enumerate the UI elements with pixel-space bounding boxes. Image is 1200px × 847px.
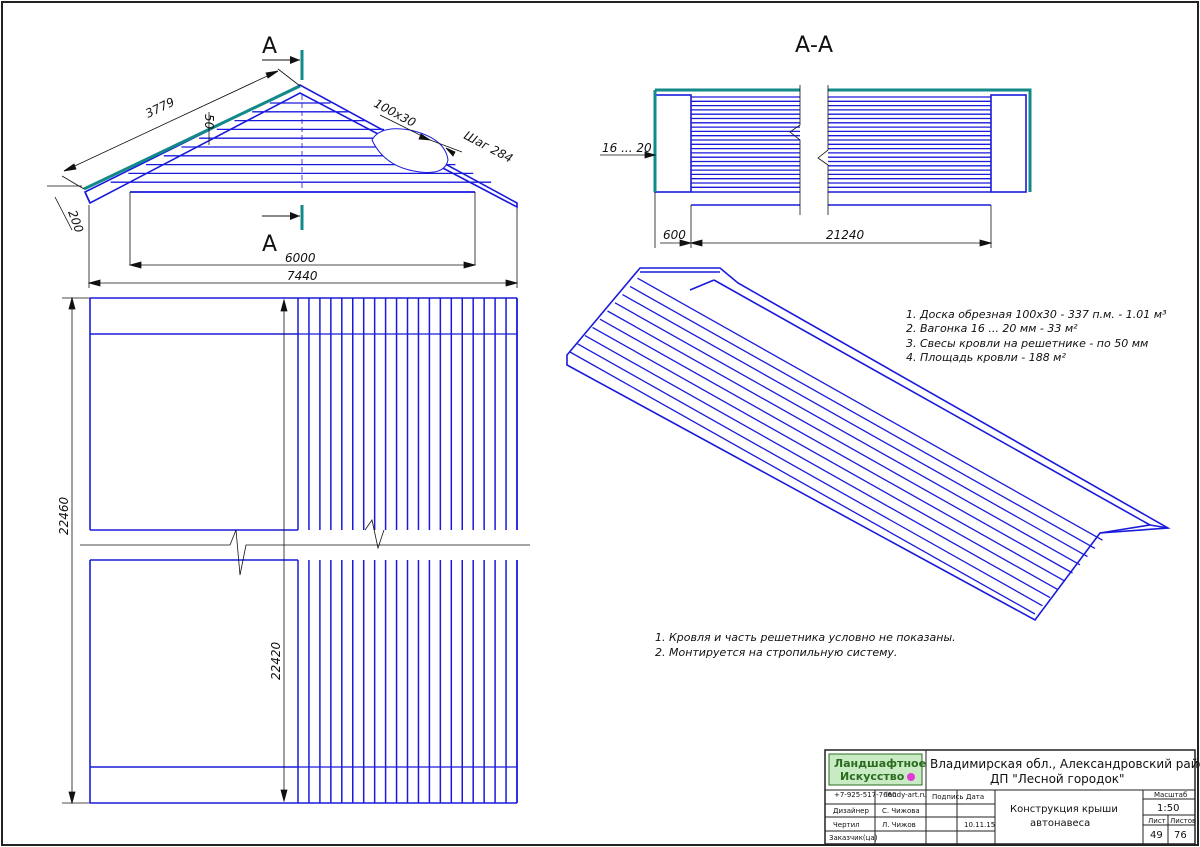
iso-board (637, 277, 1103, 541)
dim-step: Шаг 284 (462, 128, 516, 165)
company-logo: Ландшафтное Искусство (828, 753, 926, 786)
dim-section-length: 21240 (826, 228, 865, 242)
iso-board (607, 310, 1073, 574)
dim-overhang-50: 50 (202, 114, 216, 130)
iso-boards (569, 277, 1103, 615)
row1-name: С. Чижова (882, 807, 920, 815)
sheets-label: Листов (1170, 817, 1196, 825)
spec-note-3: 3. Свесы кровли на решетнике - по 50 мм (906, 337, 1148, 350)
spec-notes: 1. Доска обрезная 100х30 - 337 п.м. - 1.… (906, 308, 1167, 364)
scale-label: Масштаб (1154, 791, 1187, 799)
title-block (824, 749, 1196, 845)
iso-board (569, 351, 1036, 615)
general-note-2: 2. Монтируется на стропильную систему. (655, 646, 897, 659)
section-cut-marks: A A (262, 34, 304, 257)
dim-overhang-200: 200 (65, 208, 86, 235)
dim-length-inner: 22420 (269, 641, 283, 680)
col-sign: Подпись (932, 793, 964, 801)
dim-span-total: 7440 (287, 269, 318, 283)
sheets-value: 76 (1174, 830, 1187, 841)
company-site: landy-art.ru (886, 791, 927, 799)
row3-role: Заказчик(ца) (829, 834, 878, 842)
section-aa (653, 80, 1032, 220)
row1-role: Дизайнер (833, 807, 869, 815)
general-note-1: 1. Кровля и часть решетника условно не п… (655, 631, 956, 644)
logo-line2: Искусство (840, 770, 905, 783)
section-mark-top: A (262, 34, 277, 59)
dim-end-600: 600 (663, 228, 686, 242)
spec-note-2: 2. Вагонка 16 ... 20 мм - 33 м² (906, 322, 1078, 335)
section-title: А-А (795, 33, 833, 58)
sheet-label: Лист (1148, 817, 1166, 825)
iso-board (629, 285, 1096, 549)
iso-board (584, 335, 1051, 599)
scale-value: 1:50 (1157, 803, 1179, 814)
general-notes: 1. Кровля и часть решетника условно не п… (655, 631, 956, 659)
plan-dimensions (62, 296, 288, 805)
iso-board (577, 343, 1043, 607)
subject-line2: автонавеса (1030, 818, 1090, 829)
row2-date: 10.11.15 (964, 821, 995, 829)
isometric-view (566, 267, 1171, 622)
logo-line1: Ландшафтное (834, 757, 926, 770)
section-dimensions (600, 151, 993, 248)
dim-length-total: 22460 (57, 496, 71, 535)
location-line2: ДП "Лесной городок" (990, 772, 1125, 786)
iso-board (592, 326, 1058, 590)
spec-note-1: 1. Доска обрезная 100х30 - 337 п.м. - 1.… (906, 308, 1167, 321)
dim-board-size: 100x30 (372, 96, 419, 130)
col-date: Дата (966, 793, 984, 801)
gable-dimensions (47, 68, 519, 288)
row2-name: Л. Чижов (882, 821, 916, 829)
dim-span-inner: 6000 (285, 251, 316, 265)
dim-gap: 16 ... 20 (602, 141, 652, 155)
iso-board (599, 318, 1066, 582)
spec-note-4: 4. Площадь кровли - 188 м² (906, 351, 1066, 364)
row2-role: Чертил (833, 821, 860, 829)
logo-dot (907, 773, 915, 781)
iso-board (622, 294, 1088, 558)
plan-slats (297, 298, 518, 803)
roof-cover-line (83, 84, 301, 191)
section-boards (691, 96, 991, 188)
dim-rafter-length: 3779 (143, 95, 177, 121)
section-mark-bottom: A (262, 232, 277, 257)
company-phone: +7-925-517-7660 (834, 791, 896, 799)
plan-view (80, 297, 530, 804)
sheet-value: 49 (1150, 830, 1163, 841)
subject-line1: Конструкция крыши (1010, 804, 1118, 815)
location-line1: Владимирская обл., Александровский район… (930, 757, 1200, 771)
detail-bubble (371, 128, 449, 173)
iso-board (614, 302, 1081, 566)
